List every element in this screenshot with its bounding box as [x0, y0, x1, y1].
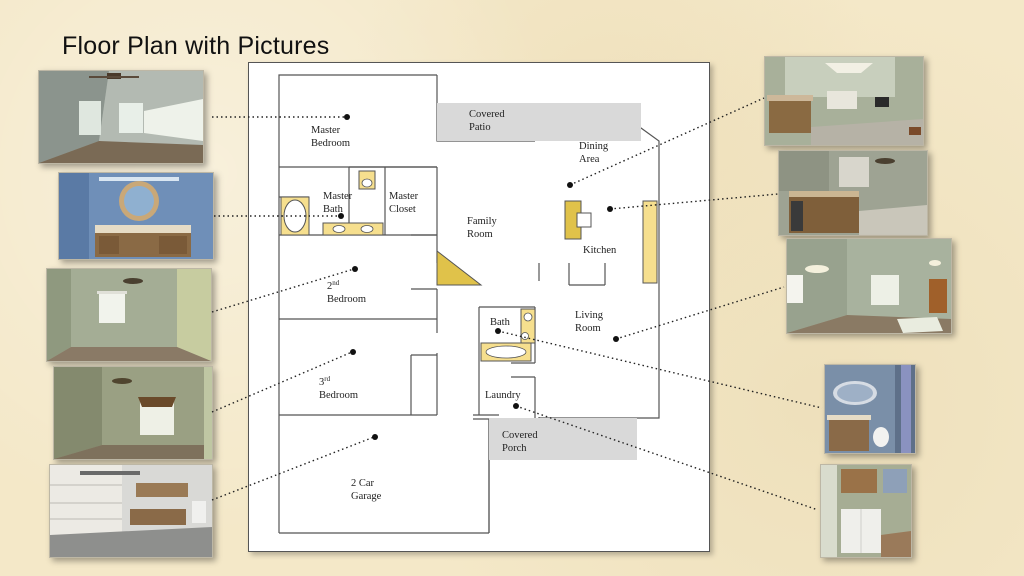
master-bath-photo [58, 172, 214, 260]
kitchen-counter [642, 200, 658, 284]
marker-second-bedroom [352, 266, 358, 272]
third-bedroom-photo [53, 366, 213, 460]
label-bath: Bath [490, 317, 511, 328]
leader-dining-area [569, 97, 765, 186]
kitchen-photo [778, 150, 928, 236]
leader-kitchen [609, 193, 779, 210]
marker-master-bedroom [344, 114, 350, 120]
second-bedroom-photo [46, 268, 212, 362]
wall [278, 74, 437, 533]
garage-photo [49, 464, 213, 558]
marker-living-room [613, 336, 619, 342]
master-bedroom-photo [38, 70, 204, 164]
covered-porch-area [489, 418, 637, 460]
covered-patio-area [437, 103, 641, 141]
fireplace [436, 249, 483, 286]
bath-photo [824, 364, 916, 454]
label-laundry: Laundry [485, 390, 521, 401]
leader-garage [211, 436, 375, 501]
laundry-photo [820, 464, 912, 558]
leader-second-bedroom [211, 268, 355, 313]
living-room-photo [786, 238, 952, 334]
marker-master-bath [338, 213, 344, 219]
marker-kitchen [607, 206, 613, 212]
marker-third-bedroom [350, 349, 356, 355]
leader-third-bedroom [211, 351, 353, 413]
leader-bath [497, 330, 823, 409]
marker-garage [372, 434, 378, 440]
page-title: Floor Plan with Pictures [62, 32, 330, 60]
label-kitchen: Kitchen [583, 245, 617, 256]
dining-area-photo [764, 56, 924, 146]
leader-living-room [615, 286, 785, 340]
marker-bath [495, 328, 501, 334]
marker-laundry [513, 403, 519, 409]
marker-dining-area [567, 182, 573, 188]
leader-laundry [515, 405, 819, 511]
